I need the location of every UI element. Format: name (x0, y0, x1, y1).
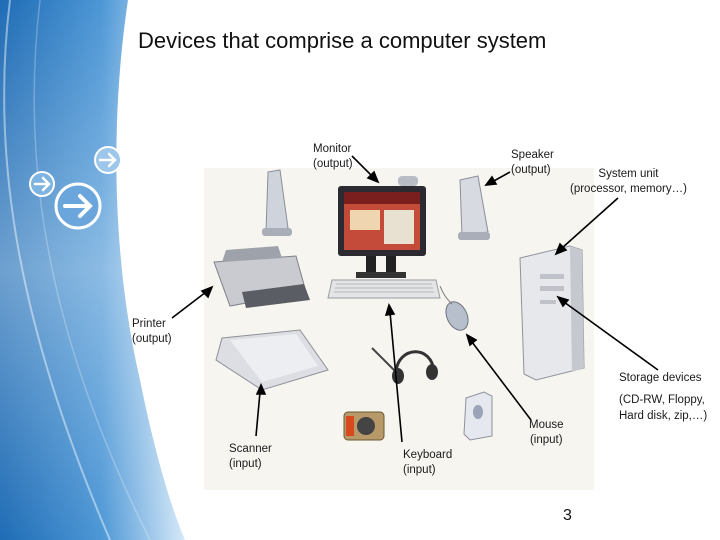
storage-devices-label: Storage devices (CD-RW, Floppy, Hard dis… (619, 372, 708, 422)
monitor-illustration (338, 176, 426, 278)
printer-illustration (213, 246, 310, 308)
keyboard-illustration (327, 279, 441, 299)
scanner-illustration (215, 329, 329, 391)
scanner-label: Scanner (input) (229, 443, 272, 470)
speaker-label: Speaker (output) (511, 149, 554, 176)
printer-label: Printer (output) (132, 318, 172, 345)
system-unit-illustration (519, 245, 585, 381)
headset-illustration (371, 347, 438, 384)
camera-illustration (343, 411, 385, 441)
keyboard-label: Keyboard (input) (403, 449, 453, 476)
monitor-label: Monitor (output) (313, 143, 353, 170)
arrow-circle-right-icon (54, 182, 102, 230)
arrow-circle-right-icon (94, 146, 122, 174)
page-number: 3 (563, 507, 572, 524)
system-unit-label: System unit (processor, memory…) (570, 168, 687, 195)
arrow-circle-right-icon (29, 171, 55, 197)
speaker-left-illustration (262, 169, 292, 236)
slide-title: Devices that comprise a computer system (138, 28, 547, 53)
label-arrows (171, 155, 659, 443)
mouse-label: Mouse (input) (529, 419, 564, 446)
zip-drive-illustration (463, 391, 493, 441)
mouse-illustration (439, 285, 469, 331)
speaker-right-illustration (458, 175, 490, 240)
